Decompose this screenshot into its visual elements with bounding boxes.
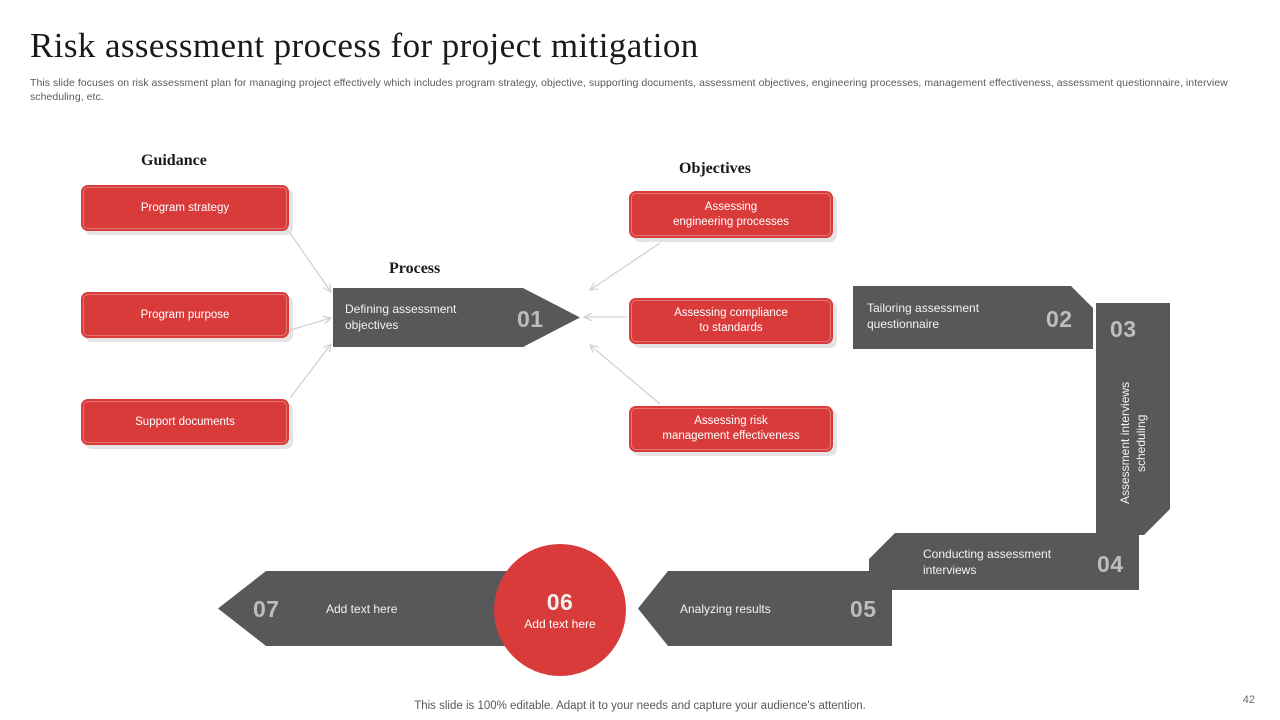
guidance-card-program-strategy[interactable]: Program strategy bbox=[81, 185, 289, 231]
step-01-number: 01 bbox=[517, 306, 544, 332]
step-07-number: 07 bbox=[253, 596, 280, 622]
guidance-card-program-purpose[interactable]: Program purpose bbox=[81, 292, 289, 338]
process-step-04[interactable]: Conducting assessment interviews 04 bbox=[869, 533, 1139, 590]
step-03-number: 03 bbox=[1110, 316, 1137, 342]
objectives-heading: Objectives bbox=[679, 160, 751, 177]
step-02-label: Tailoring assessment questionnaire bbox=[867, 301, 980, 331]
step-05-number: 05 bbox=[850, 596, 877, 622]
guidance-card-label: Program purpose bbox=[140, 308, 230, 321]
page-subtitle: This slide focuses on risk assessment pl… bbox=[30, 77, 1228, 103]
step-05-label: Analyzing results bbox=[680, 602, 771, 616]
page-title: Risk assessment process for project miti… bbox=[30, 26, 699, 65]
arrow-eng-to-01 bbox=[590, 242, 661, 290]
arrow-risk-to-01 bbox=[590, 345, 661, 405]
arrow-strategy-to-01 bbox=[289, 232, 331, 292]
guidance-card-support-documents[interactable]: Support documents bbox=[81, 399, 289, 445]
guidance-card-label: Program strategy bbox=[140, 201, 230, 214]
process-step-03[interactable]: 03 Assessment interviews scheduling bbox=[1096, 303, 1170, 535]
guidance-card-label: Support documents bbox=[135, 415, 235, 428]
step-04-label: Conducting assessment interviews bbox=[923, 547, 1052, 577]
process-step-02[interactable]: Tailoring assessment questionnaire 02 bbox=[853, 286, 1093, 349]
footer-note: This slide is 100% editable. Adapt it to… bbox=[414, 700, 866, 712]
step-07-label: Add text here bbox=[326, 602, 398, 616]
process-step-05[interactable]: Analyzing results 05 bbox=[638, 571, 892, 646]
step-03-label-wrap: Assessment interviews scheduling bbox=[1096, 359, 1170, 527]
step-04-number: 04 bbox=[1097, 551, 1124, 577]
process-heading: Process bbox=[389, 260, 441, 277]
step-01-label: Defining assessment objectives bbox=[345, 302, 457, 332]
process-step-06[interactable]: 06 Add text here bbox=[494, 544, 626, 676]
step-06-number: 06 bbox=[546, 589, 574, 615]
step-02-number: 02 bbox=[1046, 306, 1073, 332]
step-03-label: Assessment interviews scheduling bbox=[1118, 381, 1148, 505]
arrow-support-to-01 bbox=[289, 344, 331, 399]
page-number: 42 bbox=[1242, 694, 1255, 706]
guidance-heading: Guidance bbox=[141, 152, 207, 169]
step-06-label: Add text here bbox=[524, 617, 596, 631]
process-step-01[interactable]: Defining assessment objectives 01 bbox=[333, 288, 580, 347]
arrow-purpose-to-01 bbox=[289, 318, 331, 331]
